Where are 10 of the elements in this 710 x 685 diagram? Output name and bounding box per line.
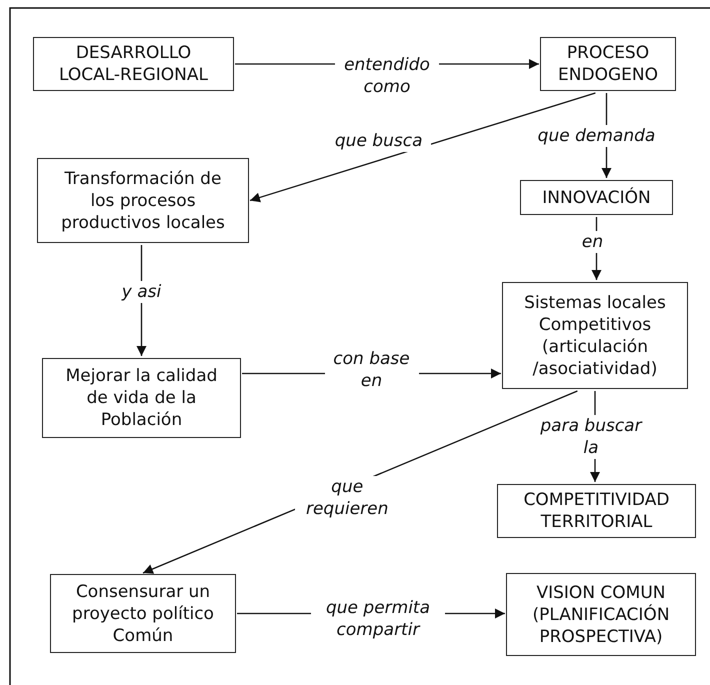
arrow — [250, 92, 596, 202]
concept-box: Consensurar un proyecto político Común — [50, 574, 236, 653]
concept-box: INNOVACIÓN — [520, 180, 673, 215]
concept-box: DESARROLLO LOCAL-REGIONAL — [33, 37, 234, 91]
concept-box: Transformación de los procesos productivos locales — [37, 158, 249, 243]
concept-box: Sistemas locales Competitivos (articulación /asociatividad) — [502, 282, 688, 389]
concept-box: PROCESO ENDOGENO — [540, 37, 676, 91]
concept-box: Mejorar la calidad de vida de la Población — [42, 358, 241, 438]
concept-box: VISION COMUN (PLANIFICACIÓN PROSPECTIVA) — [506, 573, 696, 656]
concept-box: COMPETITIVIDAD TERRITORIAL — [497, 484, 696, 538]
